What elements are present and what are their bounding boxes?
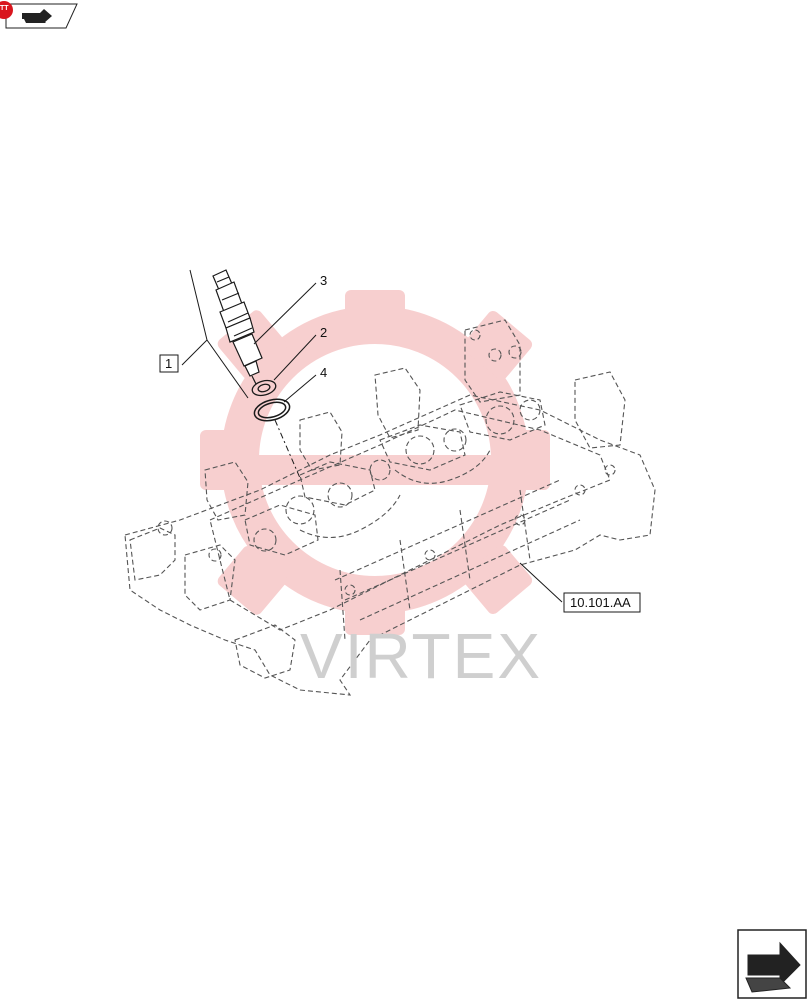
callout-1[interactable]: 1 — [159, 354, 179, 373]
seal-washer[interactable] — [251, 378, 278, 398]
svg-text:2: 2 — [320, 325, 327, 340]
svg-text:VIRTEX: VIRTEX — [300, 620, 542, 692]
assembly-centerline — [274, 419, 301, 479]
injector[interactable] — [212, 269, 263, 385]
svg-text:3: 3 — [320, 273, 327, 288]
corner-tag: TT — [0, 1, 13, 19]
leader-lines — [181, 269, 563, 603]
svg-text:4: 4 — [320, 365, 327, 380]
svg-text:1: 1 — [165, 356, 172, 371]
svg-text:10.101.AA: 10.101.AA — [570, 595, 631, 610]
svg-text:TT: TT — [0, 5, 9, 12]
callout-2[interactable]: 2 — [320, 325, 327, 340]
o-ring[interactable] — [252, 396, 292, 425]
cylinder-head — [124, 319, 656, 696]
nav-next-icon[interactable] — [737, 929, 807, 999]
callout-3[interactable]: 3 — [320, 273, 327, 288]
nav-back-icon[interactable] — [5, 3, 78, 29]
reference-link-box[interactable]: 10.101.AA — [563, 592, 641, 613]
callout-4[interactable]: 4 — [320, 365, 327, 380]
watermark-text: VIRTEX — [300, 620, 542, 692]
